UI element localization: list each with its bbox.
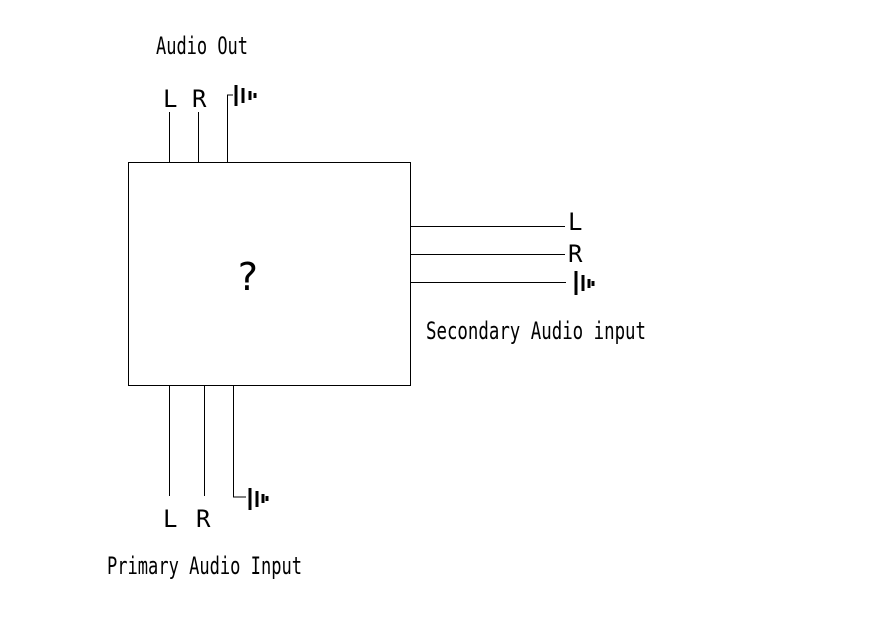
audio-out-wire-ground [227, 94, 233, 162]
primary-pin-l: L [163, 505, 177, 533]
secondary-pin-r: R [568, 240, 583, 268]
primary-input-title: Primary Audio Input [107, 552, 302, 580]
audio-out-group: Audio Out L R [156, 32, 257, 162]
secondary-input-title: Secondary Audio input [426, 317, 646, 345]
unknown-device-label: ? [236, 255, 259, 299]
primary-wire-ground [233, 386, 246, 498]
primary-pin-r: R [196, 505, 211, 533]
ground-icon [248, 488, 269, 510]
secondary-pin-l: L [568, 208, 582, 236]
primary-input-group: L R Primary Audio Input [107, 386, 302, 580]
audio-out-pin-l: L [163, 85, 177, 113]
unknown-device-box [128, 162, 411, 386]
ground-icon [574, 271, 595, 295]
audio-out-pin-r: R [192, 85, 207, 113]
secondary-input-group: L R Secondary Audio input [410, 208, 646, 345]
audio-out-title: Audio Out [156, 32, 248, 60]
ground-icon [234, 85, 257, 106]
